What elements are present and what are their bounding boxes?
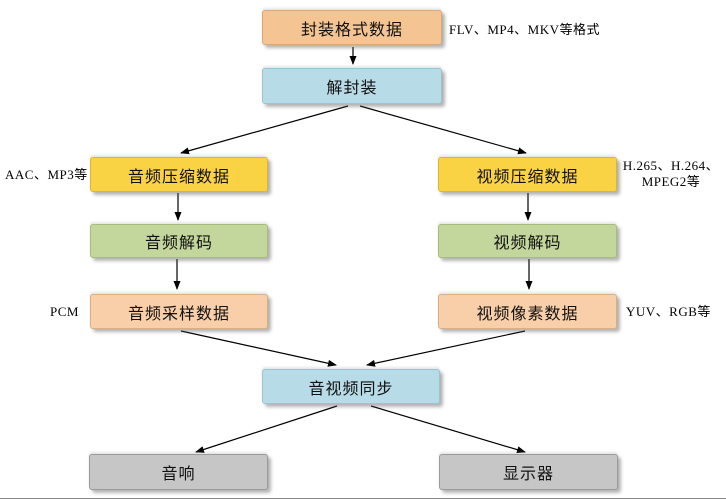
arrow-samples-to-sync (180, 330, 337, 367)
node-video-decode: 视频解码 (438, 224, 617, 258)
node-video-pixels: 视频像素数据 (438, 294, 617, 329)
node-label: 音频采样数据 (127, 305, 230, 323)
node-label: 音频解码 (144, 235, 213, 252)
arrow-pixels-to-sync (366, 330, 526, 367)
arrow-sync-to-display (370, 405, 526, 454)
node-audio-decode: 音频解码 (90, 224, 268, 258)
annotation-audio-codecs: AAC、MP3等 (5, 167, 88, 182)
node-label: 视频压缩数据 (476, 168, 579, 186)
node-av-sync: 音视频同步 (262, 369, 440, 404)
node-packaged-data: 封装格式数据 (262, 10, 442, 45)
node-label: 视频解码 (493, 235, 562, 252)
node-label: 视频像素数据 (476, 305, 579, 323)
annotation-container-formats: FLV、MP4、MKV等格式 (449, 22, 600, 37)
arrow-sync-to-speaker (195, 405, 338, 453)
annotation-video-codecs-line2: MPEG2等 (641, 174, 701, 189)
node-video-compressed: 视频压缩数据 (438, 157, 617, 192)
node-label: 音视频同步 (308, 380, 394, 398)
annotation-video-codecs: H.265、H.264、 MPEG2等 (617, 158, 725, 190)
node-label: 音响 (161, 466, 196, 483)
node-speaker: 音响 (89, 454, 268, 490)
arrow-demux-to-audio (180, 105, 349, 155)
node-audio-compressed: 音频压缩数据 (90, 157, 268, 192)
annotation-pcm: PCM (50, 304, 79, 319)
node-label: 封装格式数据 (300, 21, 403, 39)
node-audio-samples: 音频采样数据 (90, 294, 268, 329)
annotation-pixel-formats: YUV、RGB等 (626, 304, 711, 319)
node-label: 音频压缩数据 (127, 168, 230, 186)
node-label: 显示器 (502, 466, 554, 483)
annotation-video-codecs-line1: H.265、H.264、 (622, 158, 720, 173)
node-display: 显示器 (439, 454, 618, 490)
arrow-demux-to-video (359, 105, 527, 155)
node-demux: 解封装 (262, 68, 442, 104)
node-label: 解封装 (326, 80, 378, 97)
